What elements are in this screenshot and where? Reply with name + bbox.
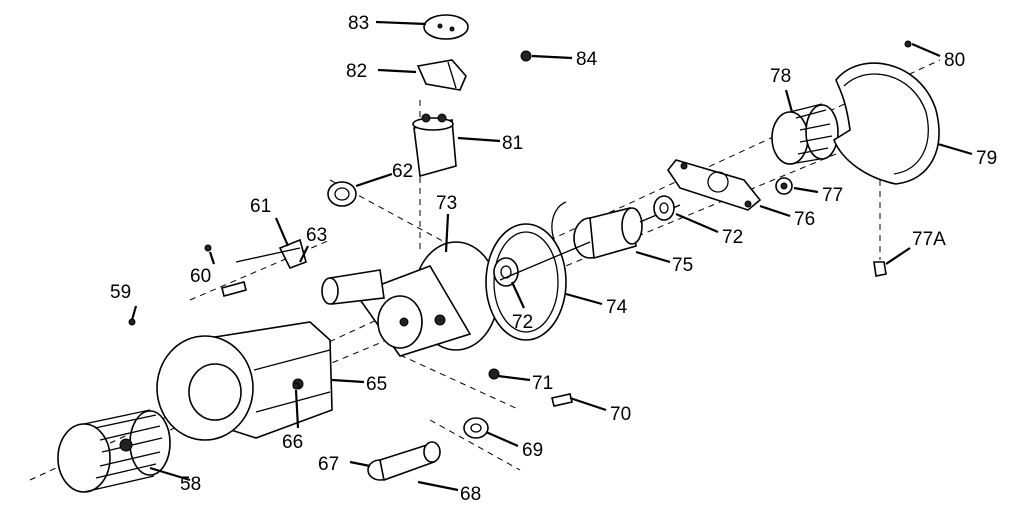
part-83-terminal-cover (423, 14, 469, 40)
callout-72-right: 72 (722, 227, 743, 248)
part-66-screw (292, 382, 300, 390)
part-72-mount-ring (493, 257, 519, 287)
part-73-motor-mount (321, 241, 499, 357)
part-65-blower-housing (156, 321, 333, 441)
part-81-capacitor (412, 113, 457, 178)
callout-63: 63 (306, 225, 327, 246)
part-62-grommet (327, 181, 357, 207)
callout-58: 58 (180, 474, 201, 495)
part-69-washer (463, 417, 489, 439)
callout-62: 62 (392, 161, 413, 182)
part-79-housing-shroud (833, 62, 940, 185)
callout-71: 71 (532, 373, 553, 394)
callout-60: 60 (190, 266, 211, 287)
callout-59: 59 (110, 282, 131, 303)
callout-73: 73 (436, 193, 457, 214)
callout-70: 70 (610, 404, 631, 425)
callout-61: 61 (250, 196, 271, 217)
leader-lines (130, 20, 973, 492)
part-67-68-shaft (367, 441, 441, 482)
part-74-gasket (485, 223, 567, 341)
part-80-screw (904, 40, 912, 48)
part-77a-screw (873, 261, 887, 277)
part-75-motor (499, 201, 681, 281)
part-78-blower-wheel (771, 103, 839, 165)
part-71-nut (488, 368, 500, 380)
callout-66: 66 (282, 432, 303, 453)
part-70-screw (551, 393, 573, 407)
callout-77: 77 (822, 185, 843, 206)
part-60-screw (204, 244, 212, 252)
callout-78: 78 (770, 66, 791, 87)
callout-68: 68 (460, 484, 481, 505)
callout-72-left: 72 (512, 312, 533, 333)
callout-81: 81 (502, 133, 523, 154)
callout-79: 79 (976, 148, 997, 169)
callout-75: 75 (672, 255, 693, 276)
callout-69: 69 (522, 440, 543, 461)
callout-77a: 77A (912, 229, 946, 250)
callout-76: 76 (794, 209, 815, 230)
callout-84: 84 (576, 49, 598, 70)
callout-80: 80 (944, 50, 965, 71)
part-72-ring (653, 195, 675, 221)
part-82-capacitor-strap (416, 59, 467, 91)
callout-83: 83 (348, 13, 369, 34)
callout-67: 67 (318, 454, 339, 475)
callout-74: 74 (606, 297, 628, 318)
part-76-mounting-plate (667, 159, 762, 211)
callout-82: 82 (346, 61, 367, 82)
callout-labels: 83 82 84 81 62 61 63 60 59 73 72 74 75 7… (110, 13, 997, 505)
part-84-nut (520, 50, 532, 62)
part-77-nut (775, 177, 793, 195)
part-58-blower-wheel (57, 409, 171, 493)
callout-65: 65 (366, 374, 387, 395)
